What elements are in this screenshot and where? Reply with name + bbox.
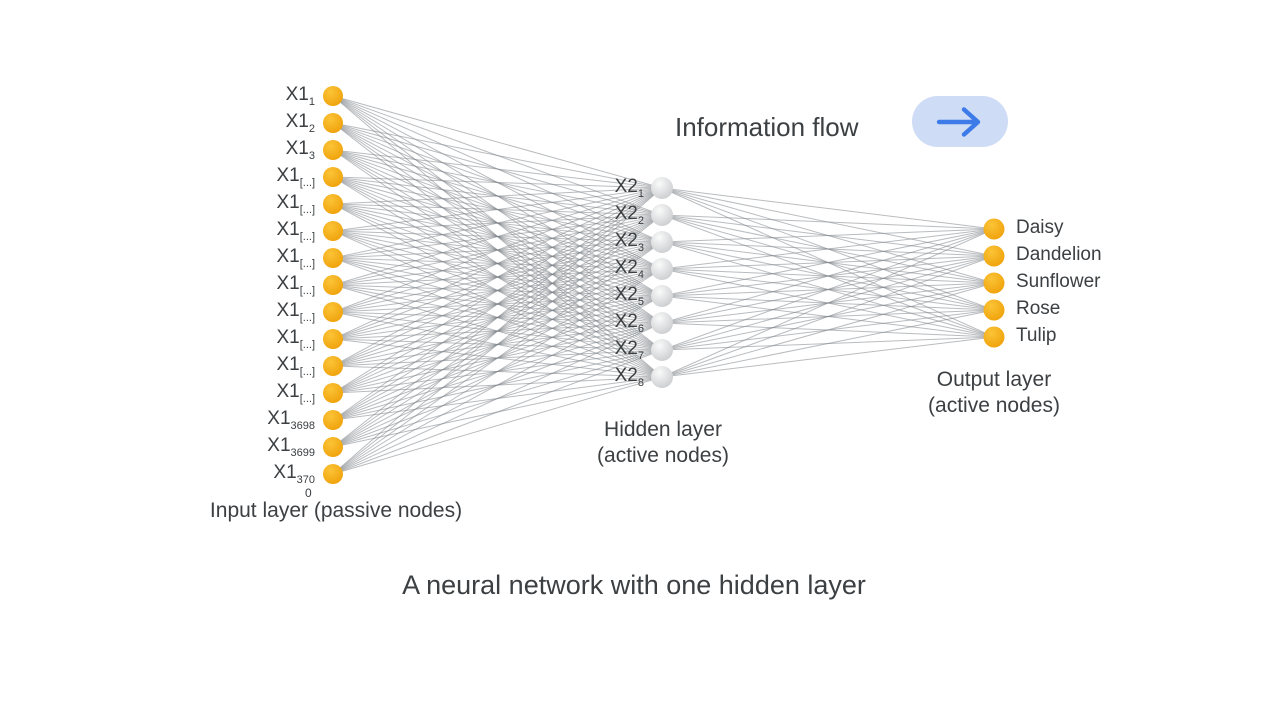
hidden-node bbox=[651, 312, 673, 334]
input-layer-caption: Input layer (passive nodes) bbox=[209, 499, 463, 522]
input-node bbox=[323, 410, 343, 430]
output-layer-caption: Output layer (active nodes) bbox=[928, 367, 1060, 419]
output-node bbox=[983, 272, 1005, 294]
input-node-label: X1[...] bbox=[276, 354, 315, 378]
input-node bbox=[323, 194, 343, 214]
input-node bbox=[323, 329, 343, 349]
hidden-node bbox=[651, 204, 673, 226]
output-node-label: Rose bbox=[1016, 298, 1061, 319]
input-node bbox=[323, 140, 343, 160]
input-node-label: X13 bbox=[285, 138, 315, 162]
hidden-layer-caption-line1: Hidden layer bbox=[604, 418, 722, 441]
hidden-layer-caption-line2: (active nodes) bbox=[597, 444, 729, 467]
hidden-node-label: X23 bbox=[614, 230, 644, 254]
output-node bbox=[983, 326, 1005, 348]
hidden-nodes bbox=[651, 177, 673, 388]
hidden-node-label: X26 bbox=[614, 311, 644, 335]
output-nodes bbox=[983, 218, 1005, 348]
output-node-label: Tulip bbox=[1016, 325, 1057, 346]
hidden-node-label: X21 bbox=[614, 176, 644, 200]
input-node-label: X13698 bbox=[267, 408, 315, 432]
info-flow-label: Information flow bbox=[675, 112, 859, 142]
hidden-node bbox=[651, 231, 673, 253]
input-node-label: X12 bbox=[285, 111, 315, 135]
hidden-node-label: X27 bbox=[614, 338, 644, 362]
edges-hidden-to-output bbox=[661, 187, 995, 378]
hidden-layer-caption: Hidden layer (active nodes) bbox=[597, 417, 729, 469]
hidden-node-label: X28 bbox=[614, 365, 644, 389]
input-node bbox=[323, 275, 343, 295]
output-node-label: Sunflower bbox=[1016, 271, 1101, 292]
hidden-node bbox=[651, 339, 673, 361]
hidden-node-label: X24 bbox=[614, 257, 644, 281]
input-node-label: X1[...] bbox=[276, 219, 315, 243]
hidden-node bbox=[651, 258, 673, 280]
input-node-label: X1[...] bbox=[276, 273, 315, 297]
edges-input-to-hidden bbox=[332, 95, 663, 475]
input-node-label: X13699 bbox=[267, 435, 315, 459]
right-arrow-icon bbox=[936, 106, 981, 137]
input-node bbox=[323, 356, 343, 376]
input-node-label: X1[...] bbox=[276, 192, 315, 216]
output-node-label: Dandelion bbox=[1016, 244, 1102, 265]
output-node-label: Daisy bbox=[1016, 217, 1064, 238]
hidden-node-label: X22 bbox=[614, 203, 644, 227]
input-node-label: X1[...] bbox=[276, 246, 315, 270]
input-node bbox=[323, 248, 343, 268]
figure-title: A neural network with one hidden layer bbox=[402, 570, 866, 600]
input-node bbox=[323, 221, 343, 241]
input-node bbox=[323, 437, 343, 457]
output-node bbox=[983, 299, 1005, 321]
input-node-label: X1[...] bbox=[276, 300, 315, 324]
output-layer-caption-line1: Output layer bbox=[936, 368, 1052, 391]
input-node bbox=[323, 113, 343, 133]
hidden-node bbox=[651, 177, 673, 199]
input-node-label: X1370 bbox=[273, 462, 315, 486]
input-node bbox=[323, 464, 343, 484]
input-node bbox=[323, 383, 343, 403]
input-node-label: X11 bbox=[285, 84, 315, 108]
input-node bbox=[323, 302, 343, 322]
input-node bbox=[323, 86, 343, 106]
hidden-node bbox=[651, 285, 673, 307]
output-node bbox=[983, 218, 1005, 240]
input-nodes bbox=[323, 86, 343, 484]
hidden-node bbox=[651, 366, 673, 388]
output-node bbox=[983, 245, 1005, 267]
input-node-label: X1[...] bbox=[276, 327, 315, 351]
input-node bbox=[323, 167, 343, 187]
hidden-node-label: X25 bbox=[614, 284, 644, 308]
input-label-overflow-digit: 0 bbox=[305, 486, 312, 500]
info-flow-arrow-button[interactable] bbox=[912, 96, 1008, 147]
output-layer-caption-line2: (active nodes) bbox=[928, 394, 1060, 417]
input-node-label: X1[...] bbox=[276, 165, 315, 189]
input-node-label: X1[...] bbox=[276, 381, 315, 405]
